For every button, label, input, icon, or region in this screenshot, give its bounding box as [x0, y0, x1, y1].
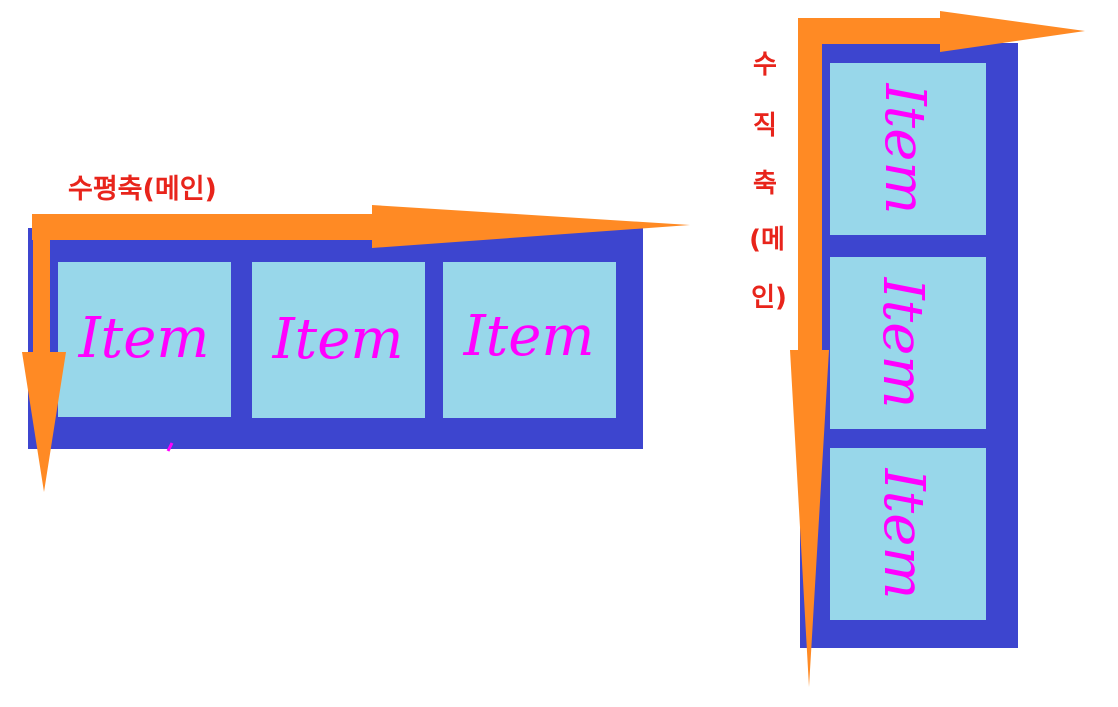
horizontal-item-2-box	[252, 262, 425, 418]
horizontal-axis-label: 수평축(메인)	[68, 174, 217, 205]
vertical-axis-label: 수 직 축 (메 인)	[749, 50, 787, 313]
vertical-axis-label-char-1: 수	[753, 50, 777, 80]
vertical-item-3-label: Item	[871, 468, 936, 600]
vertical-main-axis-arrow	[790, 18, 829, 687]
horizontal-item-1-label: Item	[78, 306, 210, 371]
vertical-axis-label-char-5: 인)	[751, 283, 787, 313]
horizontal-item-1: Item	[58, 262, 231, 417]
horizontal-item-3-label: Item	[463, 304, 595, 369]
vertical-item-3-box	[830, 448, 986, 620]
vertical-axis-label-char-2: 직	[753, 111, 777, 141]
vertical-item-1-label: Item	[872, 83, 937, 215]
vertical-cross-axis-arrow	[798, 11, 1085, 52]
vertical-item-1-box	[830, 63, 986, 235]
vertical-item-1: Item	[830, 63, 986, 235]
horizontal-cross-axis-arrow	[22, 216, 66, 492]
vertical-item-2-box	[830, 257, 986, 429]
horizontal-item-3: Item	[443, 262, 616, 418]
vertical-diagram: Item Item Item 수 직 축 (메 인)	[749, 11, 1085, 687]
horizontal-main-axis-arrow	[32, 205, 690, 248]
vertical-item-2-label: Item	[870, 277, 935, 409]
vertical-axis-label-char-3: 축	[753, 169, 777, 199]
vertical-item-2: Item	[830, 257, 986, 429]
horizontal-diagram: Item Item Item 수평축(메인)	[22, 174, 690, 492]
horizontal-item-2-label: Item	[272, 307, 404, 372]
vertical-item-3: Item	[830, 448, 986, 620]
vertical-axis-label-char-4: (메	[749, 225, 785, 255]
stray-mark	[166, 442, 174, 452]
horizontal-item-3-box	[443, 262, 616, 418]
horizontal-item-1-box	[58, 262, 231, 417]
horizontal-item-2: Item	[252, 262, 425, 418]
